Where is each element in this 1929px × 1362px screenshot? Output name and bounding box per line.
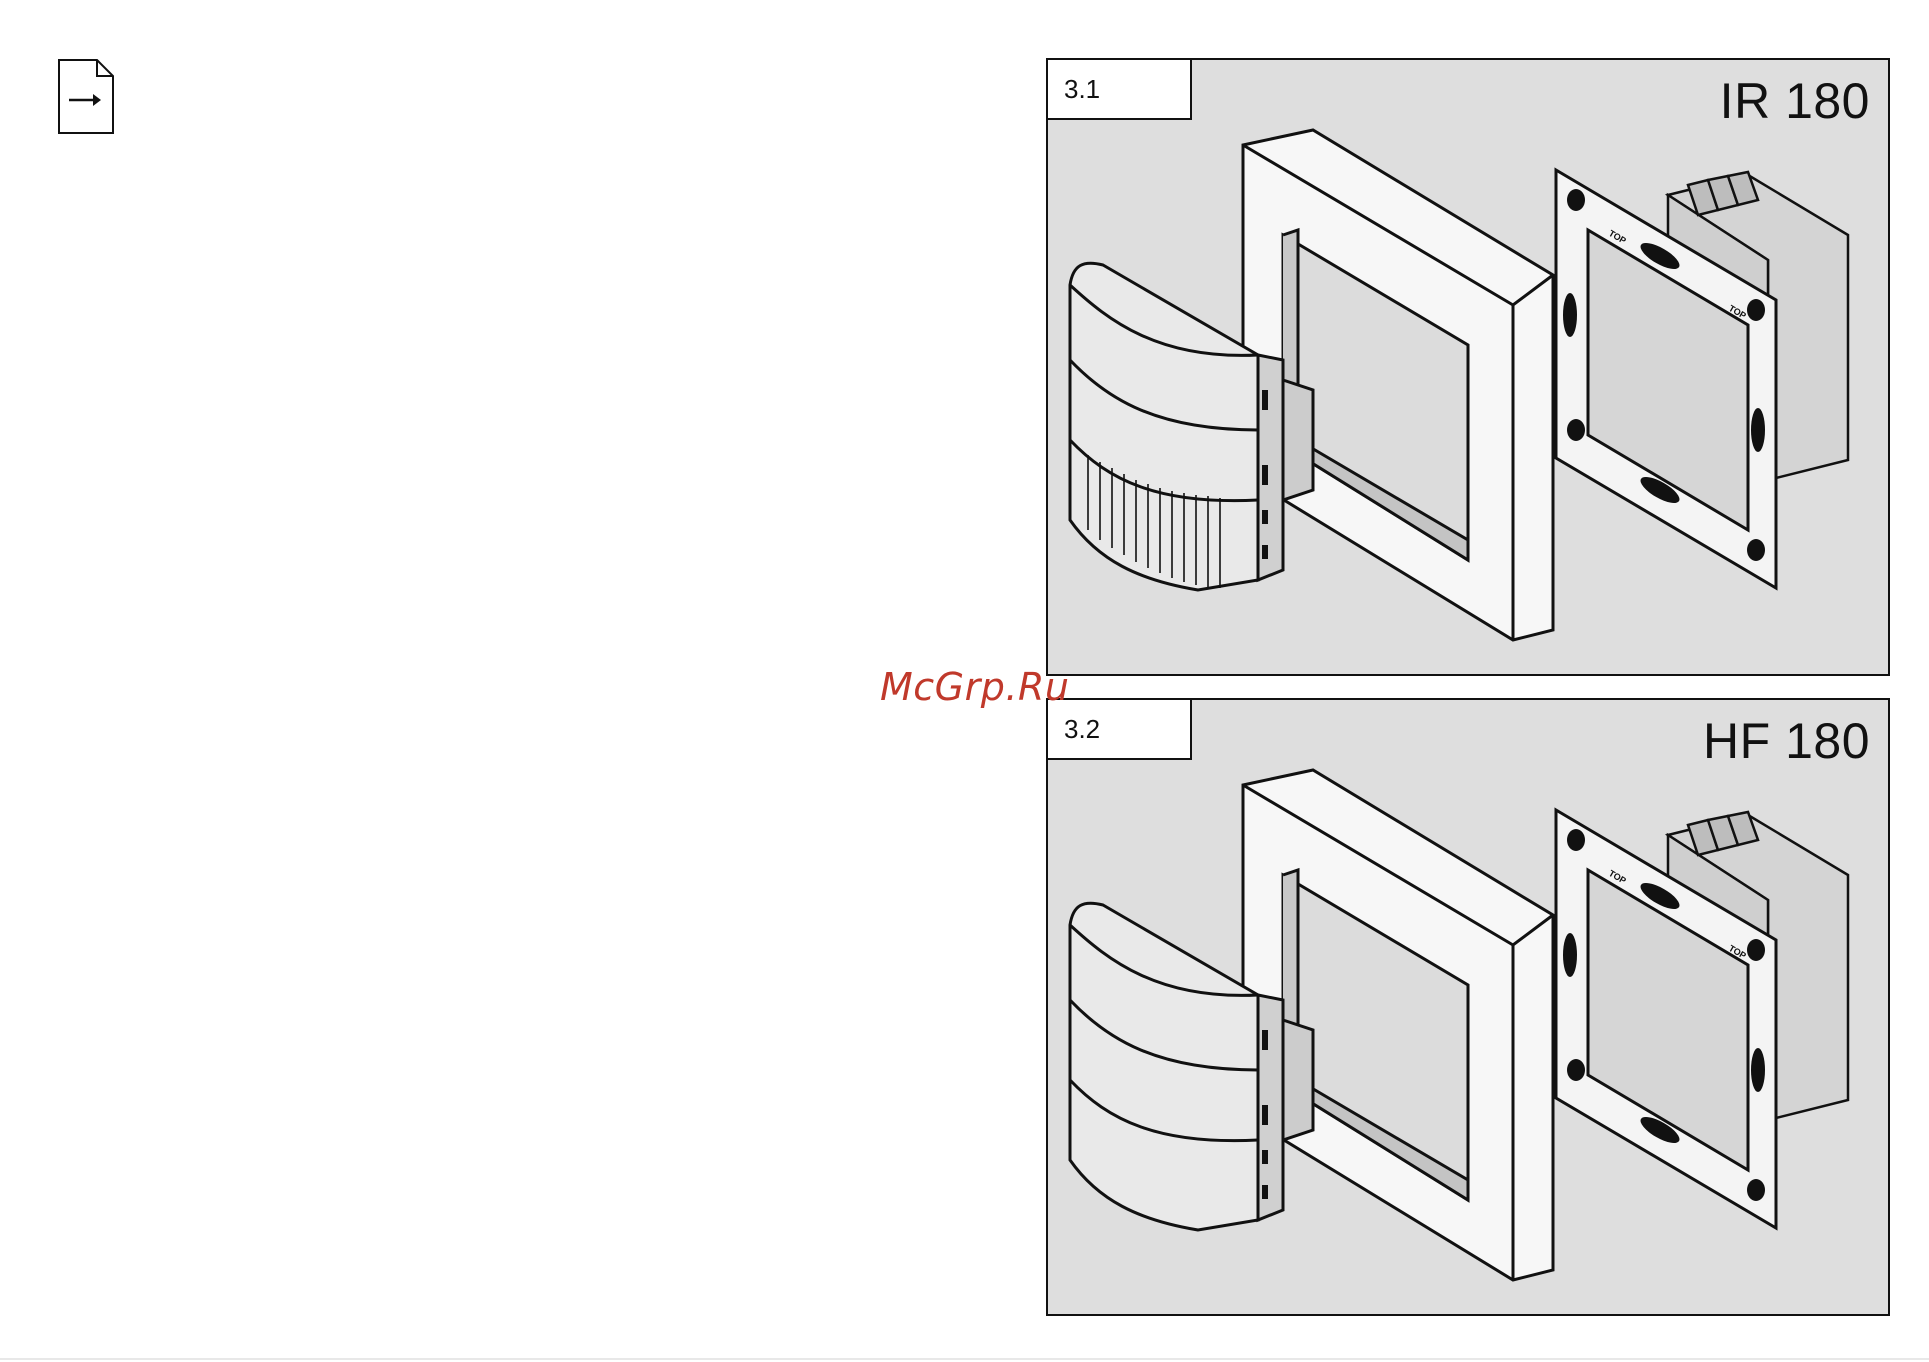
model-label: HF 180	[1703, 712, 1870, 770]
figure-panel-hf: TOP TOP 3.2 HF 180	[1046, 698, 1890, 1316]
page-bottom-rule	[0, 1358, 1929, 1360]
hf-sensor-assembly-illustration: TOP TOP	[1048, 700, 1890, 1316]
figure-panel-ir: TOP TOP	[1046, 58, 1890, 676]
figure-number: 3.1	[1048, 60, 1192, 120]
model-label: IR 180	[1720, 72, 1870, 130]
document-arrow-icon	[57, 58, 115, 135]
figure-number: 3.2	[1048, 700, 1192, 760]
watermark: McGrp.Ru	[880, 665, 1069, 709]
ir-sensor-assembly-illustration: TOP TOP	[1048, 60, 1890, 676]
